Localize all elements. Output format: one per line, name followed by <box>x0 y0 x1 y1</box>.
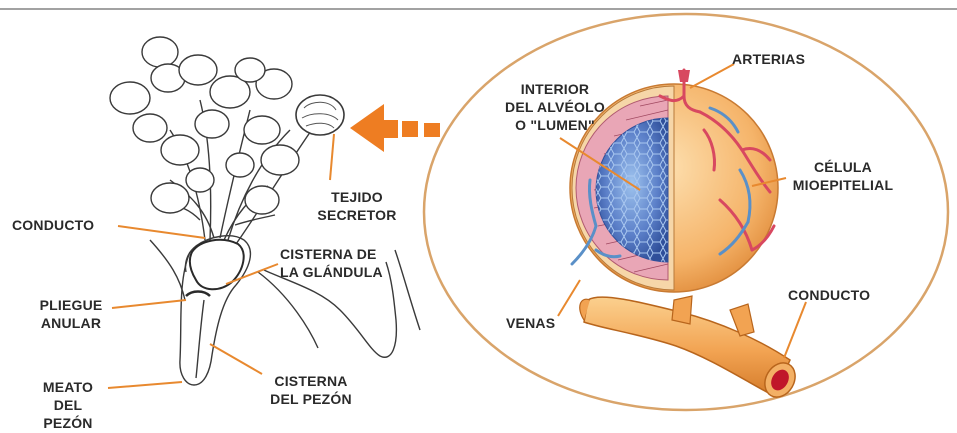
gland-cistern <box>186 240 244 296</box>
label-conducto-left: CONDUCTO <box>12 216 94 234</box>
label-cisterna-glandula-line1: CISTERNA DE <box>280 245 383 263</box>
artery-top-cap <box>678 70 690 82</box>
label-venas: VENAS <box>506 314 555 332</box>
label-meato-del-pezon: MEATO DEL PEZÓN <box>28 378 108 432</box>
label-cisterna-pezon-line1: CISTERNA <box>256 372 366 390</box>
label-cisterna-glandula: CISTERNA DE LA GLÁNDULA <box>280 245 383 281</box>
label-tejido-secretor: TEJIDO SECRETOR <box>315 188 399 224</box>
label-cisterna-pezon: CISTERNA DEL PEZÓN <box>256 372 366 408</box>
lobules <box>110 37 299 214</box>
label-conducto-right: CONDUCTO <box>788 286 870 304</box>
label-cisterna-pezon-line2: DEL PEZÓN <box>256 390 366 408</box>
label-cisterna-glandula-line2: LA GLÁNDULA <box>280 263 383 281</box>
label-celula-mioepitelial: CÉLULA MIOEPITELIAL <box>784 158 902 194</box>
label-pliegue-line2: ANULAR <box>30 314 112 332</box>
label-tejido-line2: SECRETOR <box>315 206 399 224</box>
label-meato-line1: MEATO <box>28 378 108 396</box>
label-pliegue-line1: PLIEGUE <box>30 296 112 314</box>
label-meato-line2: DEL <box>28 396 108 414</box>
label-arterias: ARTERIAS <box>732 50 805 68</box>
label-interior-line3: O "LUMEN" <box>500 116 610 134</box>
label-pliegue-anular: PLIEGUE ANULAR <box>30 296 112 332</box>
label-interior-line2: DEL ALVÉOLO <box>500 98 610 116</box>
label-meato-line3: PEZÓN <box>28 414 108 432</box>
label-tejido-line1: TEJIDO <box>315 188 399 206</box>
label-interior-line1: INTERIOR <box>500 80 610 98</box>
secretory-tissue-lobule <box>296 95 344 135</box>
duct-tube <box>580 296 801 403</box>
label-interior-alveolo: INTERIOR DEL ALVÉOLO O "LUMEN" <box>500 80 610 134</box>
label-celula-line2: MIOEPITELIAL <box>784 176 902 194</box>
label-celula-line1: CÉLULA <box>784 158 902 176</box>
magnify-arrow <box>350 104 440 152</box>
